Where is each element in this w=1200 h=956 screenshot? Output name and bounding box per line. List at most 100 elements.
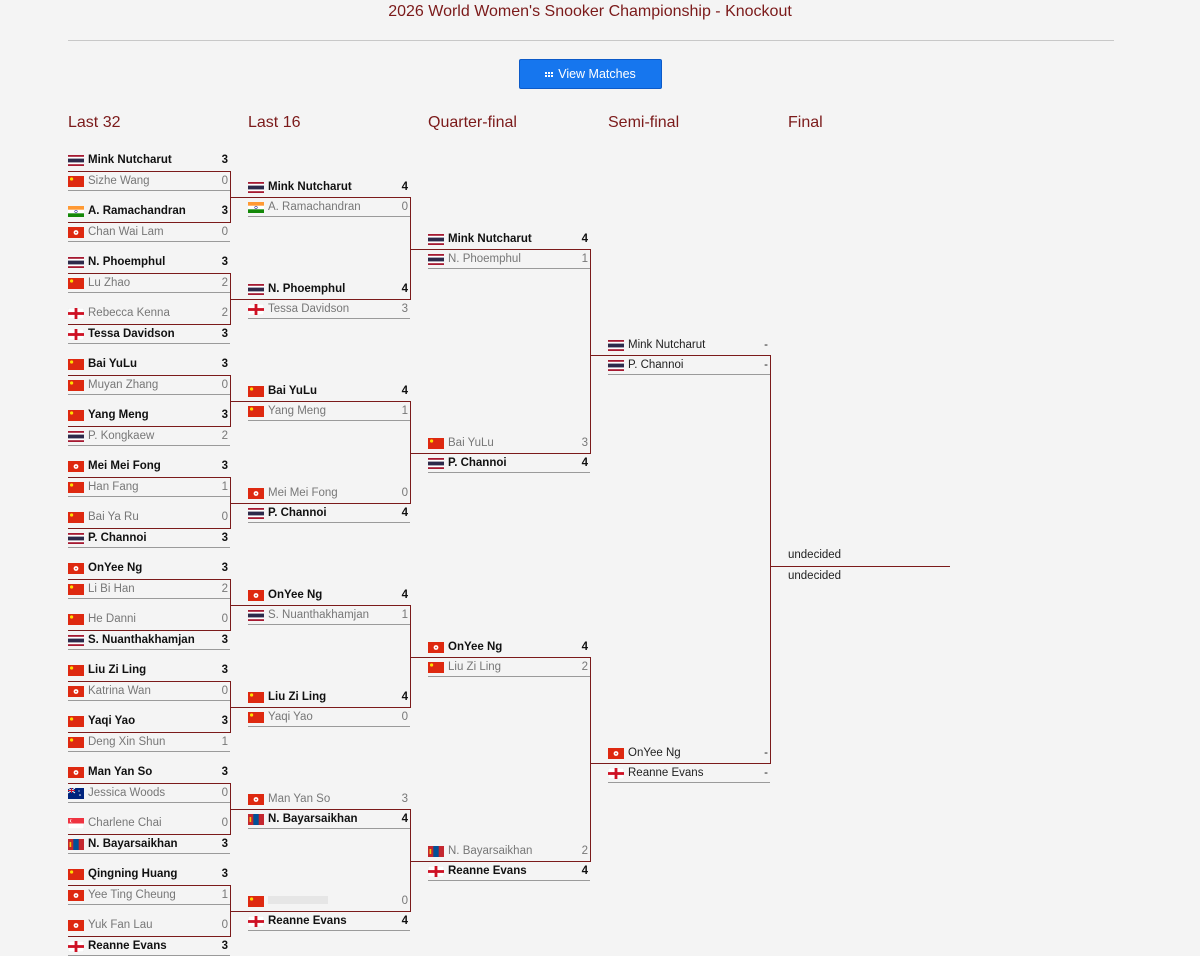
- player-name: [268, 895, 392, 907]
- player-row[interactable]: Mink Nutcharut-: [608, 336, 768, 354]
- player-score: 3: [221, 460, 228, 472]
- player-score: 0: [221, 685, 228, 697]
- player-name: N. Bayarsaikhan: [88, 838, 178, 850]
- match-divider: [248, 299, 410, 300]
- player-name: Bai YuLu: [448, 437, 494, 449]
- player-row[interactable]: 0: [248, 892, 408, 910]
- flag-cn-icon: [68, 511, 84, 523]
- match-bottom-line: [428, 472, 590, 473]
- player-score: 0: [221, 175, 228, 187]
- player-name: Yaqi Yao: [88, 715, 136, 727]
- player-row[interactable]: N. Bayarsaikhan 4: [248, 810, 408, 828]
- player-score: 1: [221, 889, 228, 901]
- match-bottom-line: [248, 726, 410, 727]
- match-bottom-line: [68, 598, 230, 599]
- bracket-link: [410, 249, 428, 250]
- bracket-connector: [410, 605, 411, 708]
- player-name: Man Yan So: [88, 766, 153, 778]
- player-row[interactable]: undecided: [788, 546, 918, 564]
- player-name: Yuk Fan Lau: [88, 919, 153, 931]
- player-name: Man Yan So: [268, 793, 331, 805]
- player-score: -: [764, 359, 768, 371]
- match-bottom-line: [248, 216, 410, 217]
- flag-hk-icon: [248, 793, 264, 805]
- page-title: 2026 World Women's Snooker Championship …: [388, 3, 792, 20]
- match-bottom-line: [248, 318, 410, 319]
- player-score: 3: [221, 205, 228, 217]
- player-score: 1: [581, 253, 588, 265]
- flag-th-icon: [248, 181, 264, 193]
- view-matches-button[interactable]: View Matches: [519, 59, 662, 89]
- player-name: Tessa Davidson: [88, 328, 175, 340]
- player-row[interactable]: undecided: [788, 567, 918, 585]
- player-score: 4: [401, 813, 408, 825]
- match-divider: [428, 657, 590, 658]
- player-name: N. Bayarsaikhan: [268, 813, 358, 825]
- player-row[interactable]: P. Channoi-: [608, 356, 768, 374]
- flag-en-icon: [67, 940, 85, 952]
- player-row[interactable]: Reanne Evans-: [607, 764, 768, 782]
- flag-mn-icon: [68, 838, 84, 850]
- player-name: Bai Ya Ru: [88, 511, 139, 523]
- player-name: undecided: [788, 570, 842, 582]
- redacted-name: [268, 896, 328, 904]
- match-bottom-line: [68, 751, 230, 752]
- player-name: Rebecca Kenna: [88, 307, 170, 319]
- player-row[interactable]: OnYee Ng-: [608, 744, 768, 762]
- flag-cn-icon: [248, 711, 264, 723]
